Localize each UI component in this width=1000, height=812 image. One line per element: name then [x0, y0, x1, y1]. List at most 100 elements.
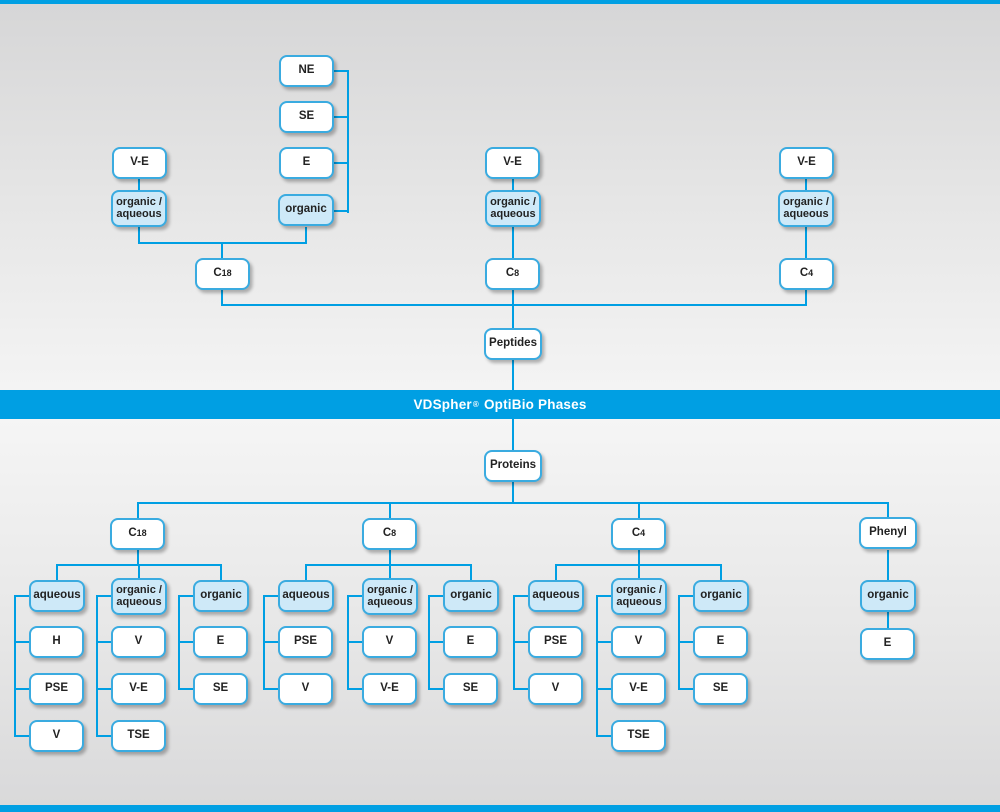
connector-line: [14, 641, 29, 643]
connector-line: [513, 641, 528, 643]
connector-line: [56, 564, 222, 566]
pep-c8-orgaq-type-ve: V-E: [485, 147, 540, 179]
connector-line: [428, 688, 443, 690]
pro-c18-aqueous-mode: aqueous: [29, 580, 85, 612]
connector-line: [347, 641, 362, 643]
pro-c8-org-type-e: E: [443, 626, 498, 658]
peptides-root-node: Peptides: [484, 328, 542, 360]
connector-line: [596, 595, 598, 737]
top-border-bar: [0, 0, 1000, 4]
pro-c4-orgaq-type-ve: V-E: [611, 673, 666, 705]
pep-c18-organic-type-e: E: [279, 147, 334, 179]
pep-c18-organic-type-ne: NE: [279, 55, 334, 87]
pro-c8-aqueous-mode: aqueous: [278, 580, 334, 612]
pro-node-phenyl: Phenyl: [859, 517, 917, 549]
connector-line: [221, 290, 223, 306]
connector-line: [638, 566, 640, 580]
pro-c8-org-type-se: SE: [443, 673, 498, 705]
connector-line: [137, 504, 139, 518]
connector-line: [555, 566, 557, 580]
connector-line: [887, 550, 889, 580]
connector-line: [389, 566, 391, 580]
connector-line: [512, 227, 514, 258]
connector-line: [263, 595, 278, 597]
pro-c8-orgaq-type-ve: V-E: [362, 673, 417, 705]
pro-c18-org-type-e: E: [193, 626, 248, 658]
pro-c8-orgaq-type-v: V: [362, 626, 417, 658]
connector-line: [512, 179, 514, 191]
pro-c4-orgaq-mode: organic / aqueous: [611, 578, 667, 615]
pro-c8-aq-type-v: V: [278, 673, 333, 705]
connector-line: [596, 641, 611, 643]
connector-line: [347, 70, 349, 213]
connector-line: [428, 641, 443, 643]
connector-line: [138, 227, 140, 244]
connector-line: [334, 70, 349, 72]
pep-c18-organic-mode: organic: [278, 194, 334, 226]
pro-phenyl-org-type-e: E: [860, 628, 915, 660]
banner-brand: VDSpher: [413, 397, 472, 412]
connector-line: [805, 227, 807, 258]
connector-line: [720, 566, 722, 580]
connector-line: [512, 482, 514, 502]
connector-line: [178, 641, 193, 643]
connector-line: [334, 162, 349, 164]
pro-c8-organic-mode: organic: [443, 580, 499, 612]
connector-line: [138, 242, 307, 244]
connector-line: [428, 595, 443, 597]
pro-c18-aq-type-pse: PSE: [29, 673, 84, 705]
pro-c18-orgaq-type-ve: V-E: [111, 673, 166, 705]
connector-line: [14, 595, 29, 597]
connector-line: [513, 595, 528, 597]
pro-c18-orgaq-type-tse: TSE: [111, 720, 166, 752]
connector-line: [334, 210, 349, 212]
pep-c18-orgaq-mode: organic / aqueous: [111, 190, 167, 227]
connector-line: [638, 550, 640, 564]
lower-background: [0, 419, 1000, 805]
connector-line: [334, 116, 349, 118]
pro-c4-org-type-se: SE: [693, 673, 748, 705]
connector-line: [96, 595, 111, 597]
pro-c8-aq-type-pse: PSE: [278, 626, 333, 658]
connector-line: [56, 566, 58, 580]
pro-c18-orgaq-type-v: V: [111, 626, 166, 658]
connector-line: [347, 595, 362, 597]
connector-line: [137, 502, 889, 504]
connector-line: [14, 688, 29, 690]
connector-line: [389, 550, 391, 564]
connector-line: [389, 504, 391, 518]
pro-c18-aq-type-v: V: [29, 720, 84, 752]
connector-line: [512, 359, 514, 390]
connector-line: [305, 564, 472, 566]
connector-line: [678, 641, 693, 643]
pro-c4-orgaq-type-tse: TSE: [611, 720, 666, 752]
connector-line: [14, 595, 16, 737]
connector-line: [96, 641, 111, 643]
pro-c18-aq-type-h: H: [29, 626, 84, 658]
pro-phenyl-organic-mode: organic: [860, 580, 916, 612]
connector-line: [220, 566, 222, 580]
pep-c18-orgaq-type-ve: V-E: [112, 147, 167, 179]
connector-line: [263, 688, 278, 690]
pro-c18-organic-mode: organic: [193, 580, 249, 612]
connector-line: [14, 735, 29, 737]
connector-line: [805, 179, 807, 191]
pro-c4-aqueous-mode: aqueous: [528, 580, 584, 612]
connector-line: [178, 595, 193, 597]
connector-line: [96, 595, 98, 737]
connector-line: [221, 244, 223, 258]
pro-c4-org-type-e: E: [693, 626, 748, 658]
connector-line: [305, 566, 307, 580]
pep-c8-orgaq-mode: organic / aqueous: [485, 190, 541, 227]
connector-line: [470, 566, 472, 580]
connector-line: [513, 688, 528, 690]
banner-title-bar: VDSpher® OptiBio Phases: [0, 390, 1000, 419]
connector-line: [678, 688, 693, 690]
pep-c4-orgaq-type-ve: V-E: [779, 147, 834, 179]
connector-line: [596, 595, 611, 597]
